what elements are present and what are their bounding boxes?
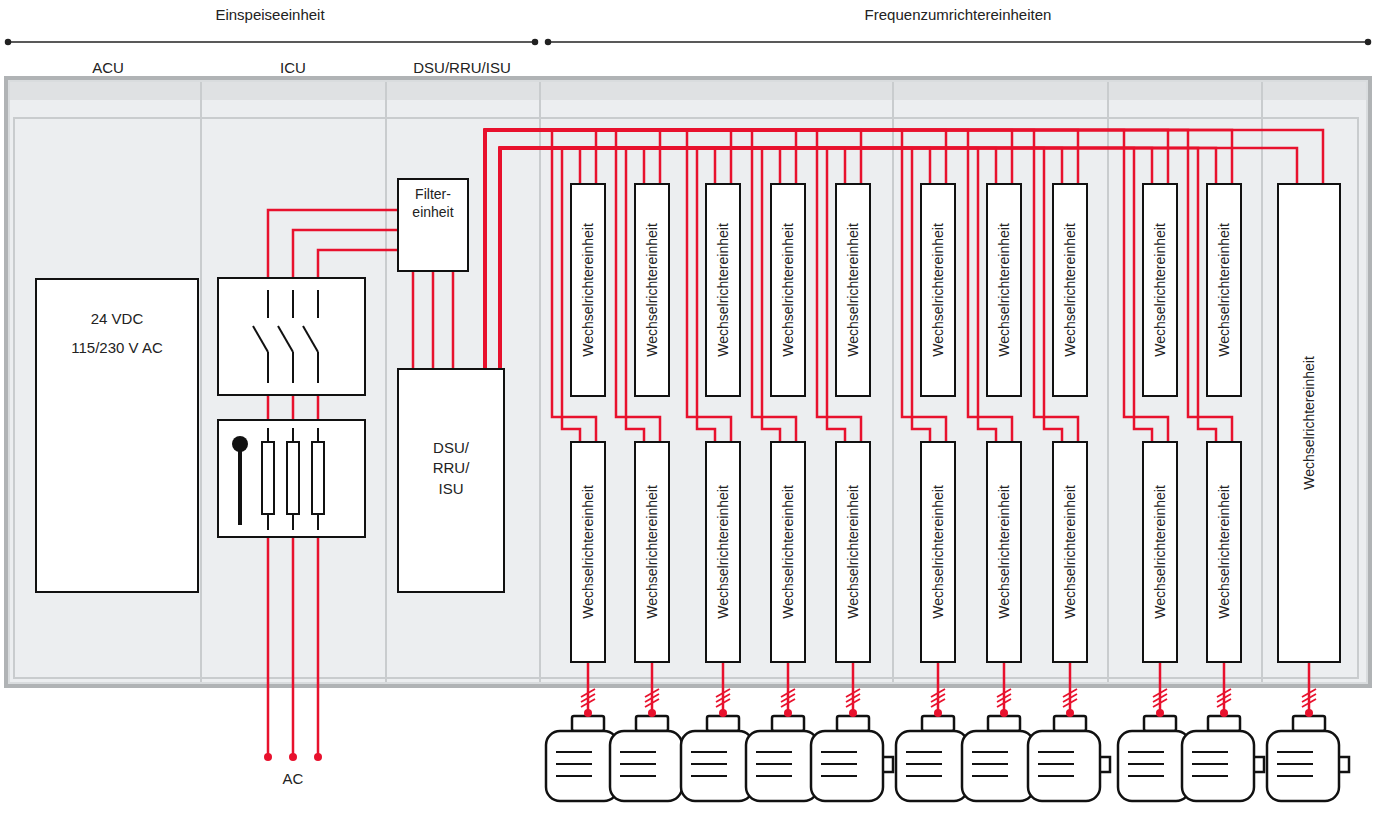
inverter-unit: Wechselrichtereinheit [1052, 441, 1088, 663]
power-connector [485, 130, 1012, 441]
inverter-unit: Wechselrichtereinheit [770, 183, 806, 397]
main-switch-symbol [218, 278, 365, 395]
unit-label: Wechselrichtereinheit [715, 223, 731, 357]
inverter-unit: Wechselrichtereinheit [920, 441, 956, 663]
power-connector [485, 130, 861, 441]
column-heading: ICU [280, 59, 306, 76]
inverter-unit: Wechselrichtereinheit [1052, 183, 1088, 397]
motor-symbol [1028, 663, 1110, 801]
fuse-switch-symbol [218, 420, 365, 537]
inverter-unit: Wechselrichtereinheit [986, 441, 1022, 663]
unit-label: Wechselrichtereinheit [1216, 485, 1232, 619]
power-connector [485, 130, 1168, 441]
unit-label: Wechselrichtereinheit [1062, 223, 1078, 357]
box-text: DSU/ RRU/ ISU [425, 438, 477, 499]
unit-label: Wechselrichtereinheit [644, 223, 660, 357]
power-connector [485, 130, 731, 368]
inverter-unit: Wechselrichtereinheit [1277, 183, 1341, 663]
ac-terminal [264, 753, 322, 761]
box-text: 24 VDC [37, 310, 197, 327]
inverter-unit: Wechselrichtereinheit [920, 183, 956, 397]
unit-label: Wechselrichtereinheit [780, 485, 796, 619]
inverter-unit: Wechselrichtereinheit [705, 183, 741, 397]
unit-label: Wechselrichtereinheit [930, 485, 946, 619]
auxiliary-control-unit: 24 VDC 115/230 V AC [35, 278, 199, 593]
inverter-unit: Wechselrichtereinheit [835, 183, 871, 397]
power-connector [485, 130, 946, 368]
inverter-unit: Wechselrichtereinheit [770, 441, 806, 663]
section-heading: Frequenzumrichtereinheiten [865, 6, 1052, 23]
unit-label: Wechselrichtereinheit [845, 485, 861, 619]
inverter-unit: Wechselrichtereinheit [570, 441, 606, 663]
power-connector [485, 130, 946, 441]
inverter-unit: Wechselrichtereinheit [1206, 183, 1242, 397]
power-connector [485, 130, 1232, 441]
inverter-unit: Wechselrichtereinheit [1142, 441, 1178, 663]
motor-symbol [1267, 663, 1349, 801]
motor-symbol [610, 663, 692, 801]
header-bracket [6, 40, 1371, 45]
inverter-unit: Wechselrichtereinheit [634, 183, 670, 397]
unit-label: Wechselrichtereinheit [996, 485, 1012, 619]
unit-label: Wechselrichtereinheit [845, 223, 861, 357]
power-connector [485, 130, 731, 441]
inverter-unit: Wechselrichtereinheit [705, 441, 741, 663]
unit-label: Wechselrichtereinheit [780, 223, 796, 357]
unit-label: Wechselrichtereinheit [996, 223, 1012, 357]
inverter-unit: Wechselrichtereinheit [1142, 183, 1178, 397]
unit-label: Wechselrichtereinheit [580, 485, 596, 619]
unit-label: Wechselrichtereinheit [1152, 223, 1168, 357]
power-connector [413, 272, 453, 368]
unit-label: Wechselrichtereinheit [1216, 223, 1232, 357]
motor-symbol [811, 663, 893, 801]
unit-label: Wechselrichtereinheit [1062, 485, 1078, 619]
power-connector [485, 130, 796, 441]
filter-unit: Filter- einheit [397, 178, 469, 272]
inverter-unit: Wechselrichtereinheit [835, 441, 871, 663]
terminal-label: AC [283, 770, 304, 787]
box-text: Filter- einheit [402, 186, 464, 221]
unit-label: Wechselrichtereinheit [644, 485, 660, 619]
cabinet-housing [6, 78, 1370, 686]
motor-symbol [1182, 663, 1264, 801]
column-heading: DSU/RRU/ISU [413, 59, 511, 76]
power-connector [485, 130, 1078, 441]
inverter-unit: Wechselrichtereinheit [986, 183, 1022, 397]
unit-label: Wechselrichtereinheit [1152, 485, 1168, 619]
inverter-unit: Wechselrichtereinheit [634, 441, 670, 663]
inverter-unit: Wechselrichtereinheit [570, 183, 606, 397]
section-heading: Einspeiseeinheit [215, 6, 324, 23]
unit-label: Wechselrichtereinheit [1301, 356, 1317, 490]
unit-label: Wechselrichtereinheit [580, 223, 596, 357]
inverter-unit: Wechselrichtereinheit [1206, 441, 1242, 663]
unit-label: Wechselrichtereinheit [930, 223, 946, 357]
power-connector [485, 130, 1012, 368]
supply-unit: DSU/ RRU/ ISU [397, 368, 505, 593]
unit-label: Wechselrichtereinheit [715, 485, 731, 619]
box-text: 115/230 V AC [37, 339, 197, 356]
column-heading: ACU [92, 59, 124, 76]
